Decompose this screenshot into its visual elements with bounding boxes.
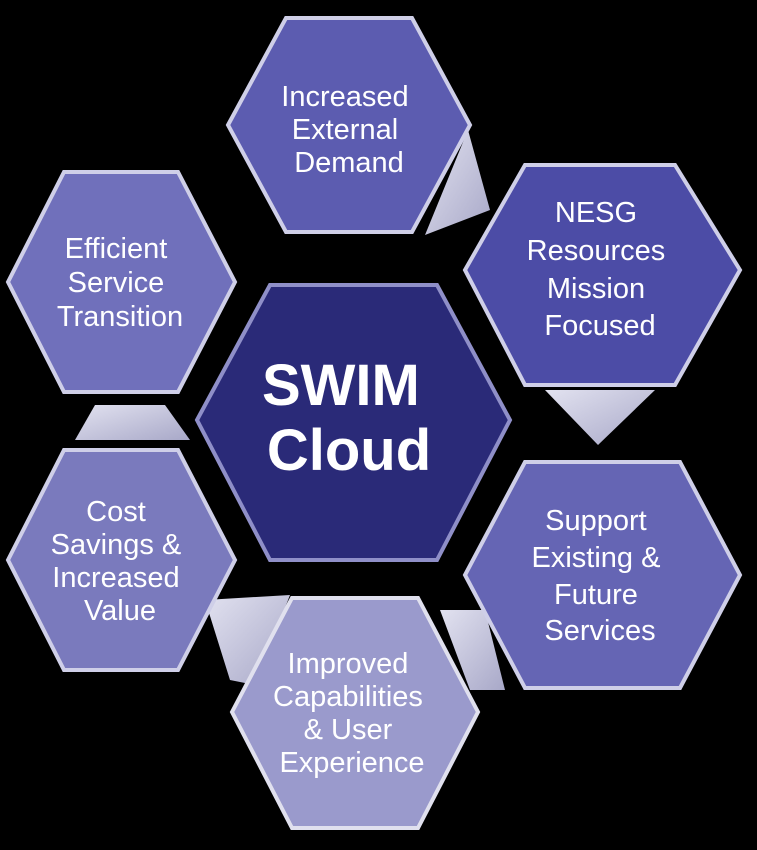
label-swim-cloud: SWIM Cloud <box>262 353 436 483</box>
label-line: Support <box>545 505 647 537</box>
connector-group <box>75 130 655 690</box>
label-line: Capabilities <box>273 681 423 713</box>
label-line: Services <box>544 615 655 647</box>
label-line: Savings & <box>51 529 182 561</box>
hexagon-swim-cloud <box>194 283 513 562</box>
hexagon-improved-capabilities-user-experience <box>229 596 481 830</box>
label-line: Value <box>84 595 156 627</box>
label-line: NESG <box>555 197 637 229</box>
label-line: Existing & <box>531 542 660 574</box>
label-line: Resources <box>527 235 666 267</box>
label-line: SWIM <box>262 353 420 418</box>
node-swim-cloud: SWIM Cloud <box>194 283 513 562</box>
label-line: Improved <box>288 648 409 680</box>
label-line: Future <box>554 579 638 611</box>
label-efficient-service-transition: Efficient Service Transition <box>57 233 183 333</box>
hexagon-efficient-service-transition <box>5 170 238 394</box>
label-line: Increased <box>52 562 179 594</box>
connector-top-right <box>425 130 490 235</box>
node-increased-external-demand: Increased External Demand <box>225 16 473 234</box>
label-cost-savings-increased-value: Cost Savings & Increased Value <box>51 496 190 627</box>
label-support-existing-future-services: Support Existing & Future Services <box>531 505 668 647</box>
hexagon-nesg-resources-mission-focused <box>462 163 743 387</box>
node-support-existing-future-services: Support Existing & Future Services <box>462 460 743 690</box>
label-line: Service <box>68 267 165 299</box>
hexagon-support-existing-future-services <box>462 460 743 690</box>
label-line: Mission <box>547 273 645 305</box>
connector-bottom-left <box>205 595 290 685</box>
label-line: Experience <box>279 747 424 779</box>
connector-right <box>545 390 655 445</box>
node-cost-savings-increased-value: Cost Savings & Increased Value <box>5 448 238 672</box>
label-line: Cloud <box>267 418 431 483</box>
connector-left <box>75 405 190 440</box>
hexagon-cost-savings-increased-value <box>5 448 238 672</box>
label-improved-capabilities-user-experience: Improved Capabilities & User Experience <box>273 648 431 779</box>
label-line: External <box>292 114 398 146</box>
node-improved-capabilities-user-experience: Improved Capabilities & User Experience <box>229 596 481 830</box>
label-line: Increased <box>281 81 408 113</box>
label-line: Efficient <box>65 233 168 265</box>
label-line: Transition <box>57 301 183 333</box>
node-nesg-resources-mission-focused: NESG Resources Mission Focused <box>462 163 743 387</box>
hexagon-increased-external-demand <box>225 16 473 234</box>
connector-bottom-right <box>440 610 505 690</box>
label-increased-external-demand: Increased External Demand <box>281 81 416 179</box>
label-line: Demand <box>294 147 404 179</box>
label-line: & User <box>304 714 393 746</box>
label-line: Cost <box>86 496 146 528</box>
label-nesg-resources-mission-focused: NESG Resources Mission Focused <box>527 197 674 342</box>
label-line: Focused <box>544 310 655 342</box>
node-efficient-service-transition: Efficient Service Transition <box>5 170 238 394</box>
